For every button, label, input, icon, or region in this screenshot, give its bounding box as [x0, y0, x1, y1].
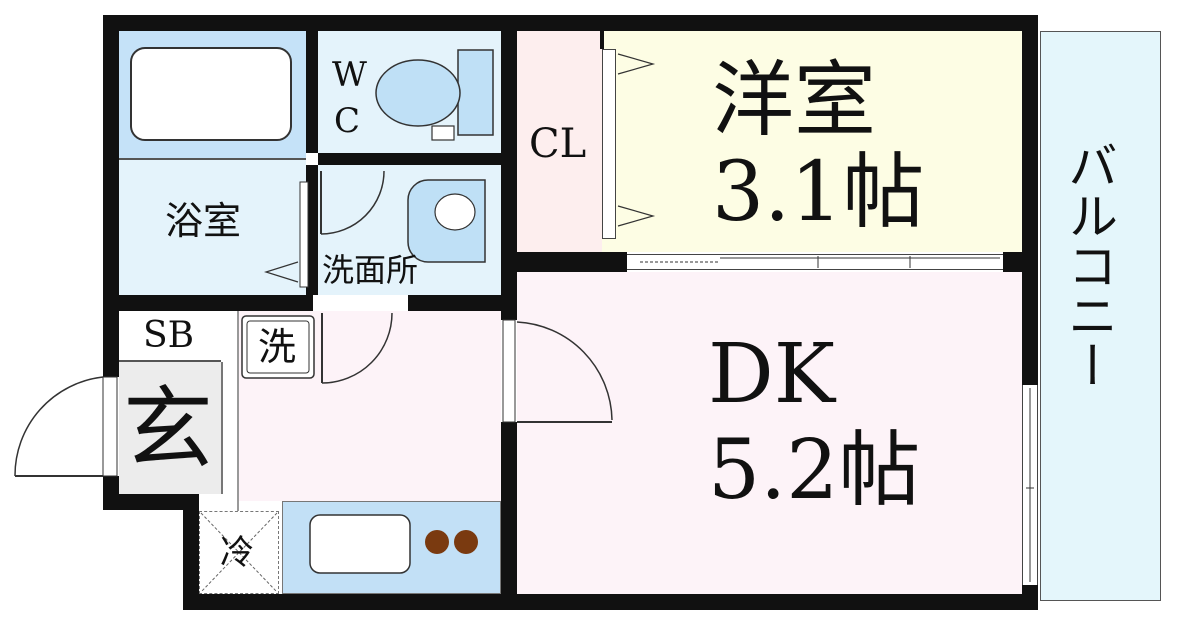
closet-door[interactable] [602, 49, 616, 239]
shoe-box-floor [119, 311, 238, 361]
washroom-door-arc-icon [320, 170, 385, 235]
wall-bath-right [306, 165, 318, 295]
shoe-box-edge [119, 360, 221, 362]
bath-door-arrow-icon [263, 261, 299, 283]
toilet-remote-icon [431, 125, 455, 141]
stove-burner-right-icon [454, 530, 478, 554]
wall-top [103, 15, 1038, 31]
bath-door-icon [299, 181, 309, 288]
shoe-box-side [221, 362, 223, 494]
entrance-label: 玄 [123, 377, 213, 482]
closet-arrow-bottom-icon [617, 205, 656, 227]
entrance-floor [119, 362, 221, 494]
toilet-bowl-icon [375, 59, 461, 127]
fridge-cross-icon [200, 512, 278, 593]
wall-center-lower [501, 422, 517, 610]
wall-wc-bottom [318, 153, 513, 165]
dk-floor [517, 272, 1022, 594]
hall-door-arc-icon [321, 312, 393, 384]
western-room-floor [602, 31, 1022, 252]
balcony-floor [1040, 31, 1161, 601]
wall-dk-top-right [1003, 252, 1022, 272]
closet-arrow-top-icon [617, 53, 656, 75]
wall-dk-top [517, 252, 627, 272]
bath-label: 浴室 [165, 199, 242, 243]
western-room-label: 洋室 [712, 53, 877, 148]
entrance-door-arc-icon [14, 376, 104, 477]
washroom-label: 洗面所 [322, 251, 419, 289]
dk-size: 5.2帖 [708, 423, 921, 518]
wall-left-upper [103, 15, 119, 377]
sink-icon [309, 514, 411, 574]
wall-bath-bottom [119, 295, 313, 311]
stove-burner-left-icon [425, 530, 449, 554]
wall-right-lower [1022, 585, 1038, 610]
wall-center-upper [501, 15, 517, 320]
washer-label: 洗 [258, 325, 297, 369]
wall-bottom [183, 594, 1038, 610]
bathtub-icon [130, 47, 292, 141]
western-room-size: 3.1帖 [712, 145, 925, 240]
wash-bowl-icon [434, 193, 476, 231]
closet-floor [517, 31, 602, 252]
closet-label: CL [529, 121, 587, 167]
toilet-tank-icon [457, 49, 494, 136]
wall-washroom-bottom [408, 295, 513, 311]
wall-kitchen-step [103, 494, 199, 510]
wc-label-bottom: C [334, 101, 361, 141]
wall-closet-divider [600, 31, 604, 49]
entrance-door-frame-icon [102, 376, 118, 477]
dk-label: DK [708, 327, 836, 422]
shoe-box-right [237, 311, 239, 511]
balcony-label: バルコニー [1060, 140, 1118, 390]
wc-label-top: W [332, 55, 367, 95]
wall-right-upper [1022, 15, 1038, 385]
wall-wc-left [306, 31, 318, 153]
bath-partition [119, 158, 306, 160]
shoe-box-label: SB [143, 315, 195, 356]
wall-left-kitchen [183, 494, 199, 610]
dk-door-arc-icon [516, 321, 613, 421]
fridge-label: 冷 [220, 533, 254, 573]
